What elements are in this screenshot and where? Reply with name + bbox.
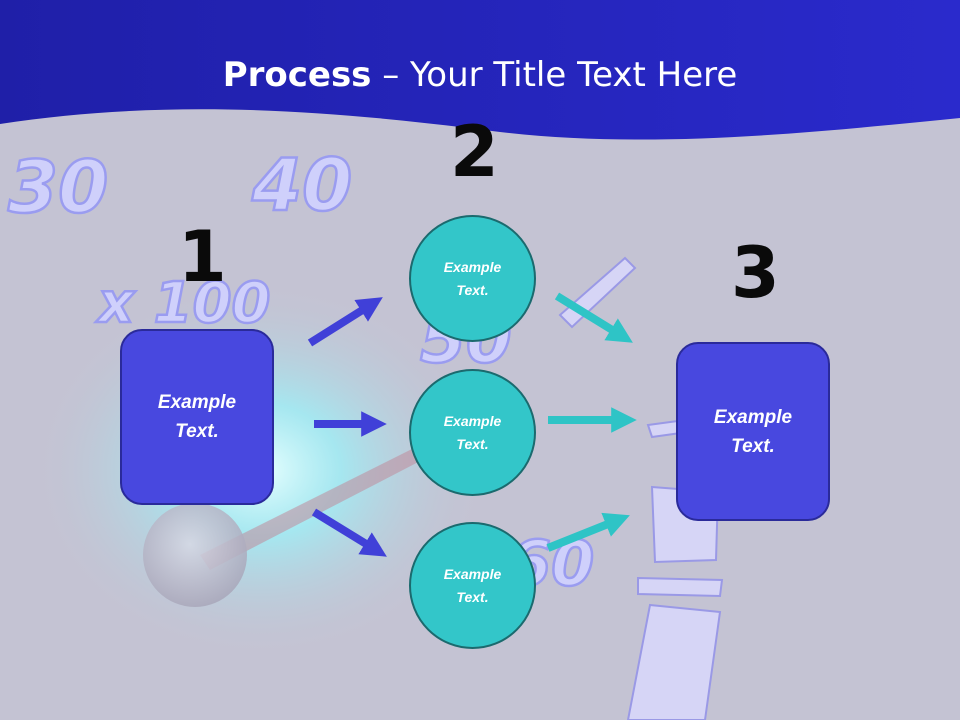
gauge-label-40: 40 (251, 143, 352, 227)
circle-middle-line1: Example (443, 412, 502, 429)
step-number-3: 3 (731, 232, 780, 314)
step-3-label-line2: Text. (731, 435, 775, 457)
step-1-label-line2: Text. (175, 421, 219, 442)
circle-middle[interactable]: Example Text. (409, 369, 536, 496)
step-3-label-line1: Example (713, 406, 793, 428)
circle-top-line2: Text. (456, 281, 489, 298)
circle-top-line1: Example (443, 258, 502, 275)
slide-title: Process – Your Title Text Here (0, 50, 960, 100)
gauge-label-x100: x 100 (95, 271, 271, 336)
circle-top[interactable]: Example Text. (409, 215, 536, 342)
step-3-box[interactable]: Example Text. (676, 342, 830, 521)
step-number-1: 1 (178, 216, 227, 298)
step-number-2: 2 (450, 111, 499, 193)
gauge-label-30: 30 (8, 145, 108, 229)
arrow-bottom-to-3 (546, 512, 630, 552)
arrow-1-to-bottom (311, 508, 387, 557)
circle-bottom-line1: Example (443, 565, 502, 582)
arrow-1-to-top (307, 297, 383, 347)
step-1-label-line1: Example (157, 392, 237, 413)
title-bold: Process (222, 55, 372, 95)
arrow-top-to-3 (554, 292, 633, 343)
circle-bottom[interactable]: Example Text. (409, 522, 536, 649)
circle-middle-line2: Text. (456, 435, 489, 452)
step-1-box[interactable]: Example Text. (120, 329, 274, 505)
title-rest: – Your Title Text Here (371, 55, 738, 95)
circle-bottom-line2: Text. (456, 588, 489, 605)
